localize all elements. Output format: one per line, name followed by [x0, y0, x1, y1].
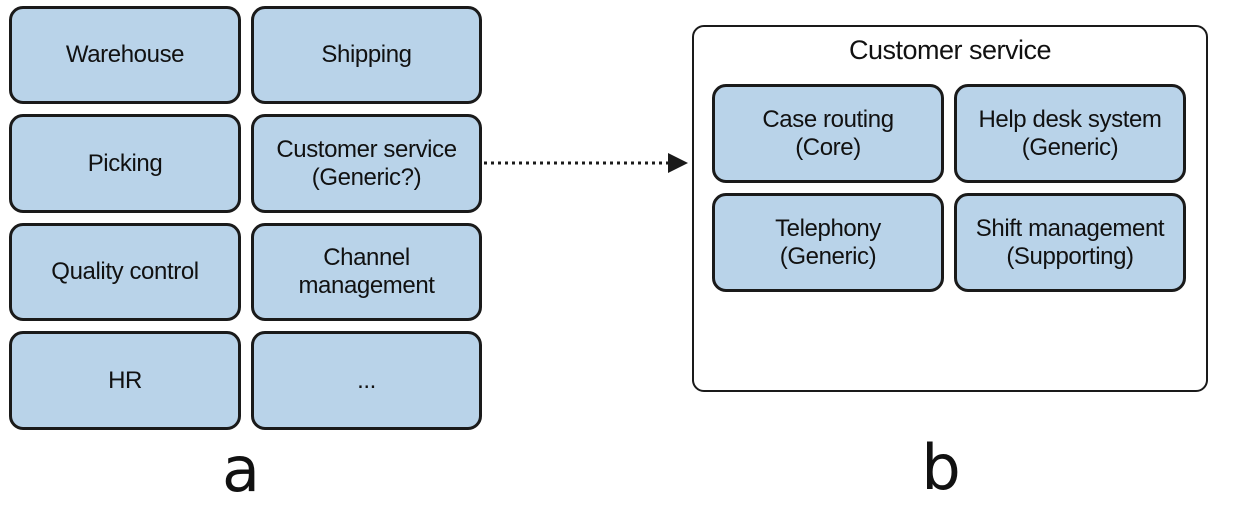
panel-title: Customer service [848, 35, 1052, 65]
subdomain-box-shift-management: Shift management (Supporting) [954, 193, 1186, 292]
subdomain-box-case-routing: Case routing (Core) [712, 84, 944, 183]
figure-label-b: b [921, 431, 961, 504]
subdomain-box-shipping: Shipping [251, 6, 482, 104]
subdomain-box-telephony: Telephony (Generic) [712, 193, 944, 292]
figure-label-a: a [222, 433, 260, 506]
subdomain-box-hr: HR [9, 331, 241, 430]
dotted-arrow-connector [484, 153, 688, 173]
subdomain-box-quality-control: Quality control [9, 223, 241, 321]
subdomain-box-customer-service: Customer service (Generic?) [251, 114, 482, 213]
arrow-head-icon [668, 153, 688, 173]
subdomain-box-ellipsis: ... [251, 331, 482, 430]
subdomain-box-warehouse: Warehouse [9, 6, 241, 104]
subdomain-box-channel-management: Channel management [251, 223, 482, 321]
subdomain-box-picking: Picking [9, 114, 241, 213]
subdomain-box-help-desk-system: Help desk system (Generic) [954, 84, 1186, 183]
